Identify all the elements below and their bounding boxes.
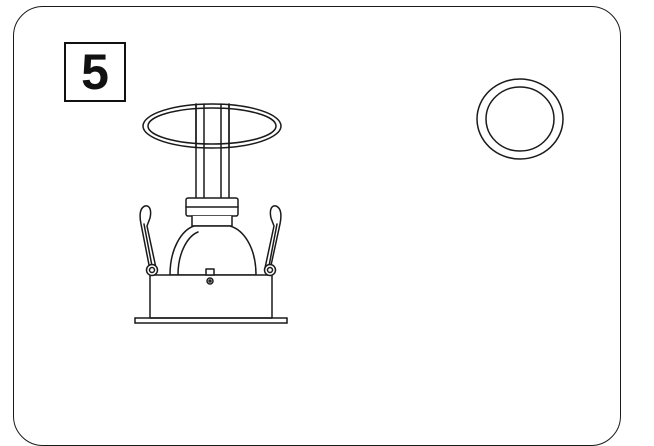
- step-number-badge: 5: [64, 42, 126, 102]
- left-spring-clip: [139, 205, 159, 277]
- step-number: 5: [81, 44, 109, 100]
- right-spring-clip: [263, 205, 282, 277]
- socket-collar: [185, 197, 239, 227]
- housing-frame: [134, 268, 288, 324]
- trim-ring-icon: [476, 78, 564, 160]
- mounting-rods: [195, 103, 230, 199]
- lamp-reflector: [169, 225, 257, 276]
- recessed-spotlight-icon: [134, 103, 288, 324]
- mounting-disc: [142, 103, 282, 149]
